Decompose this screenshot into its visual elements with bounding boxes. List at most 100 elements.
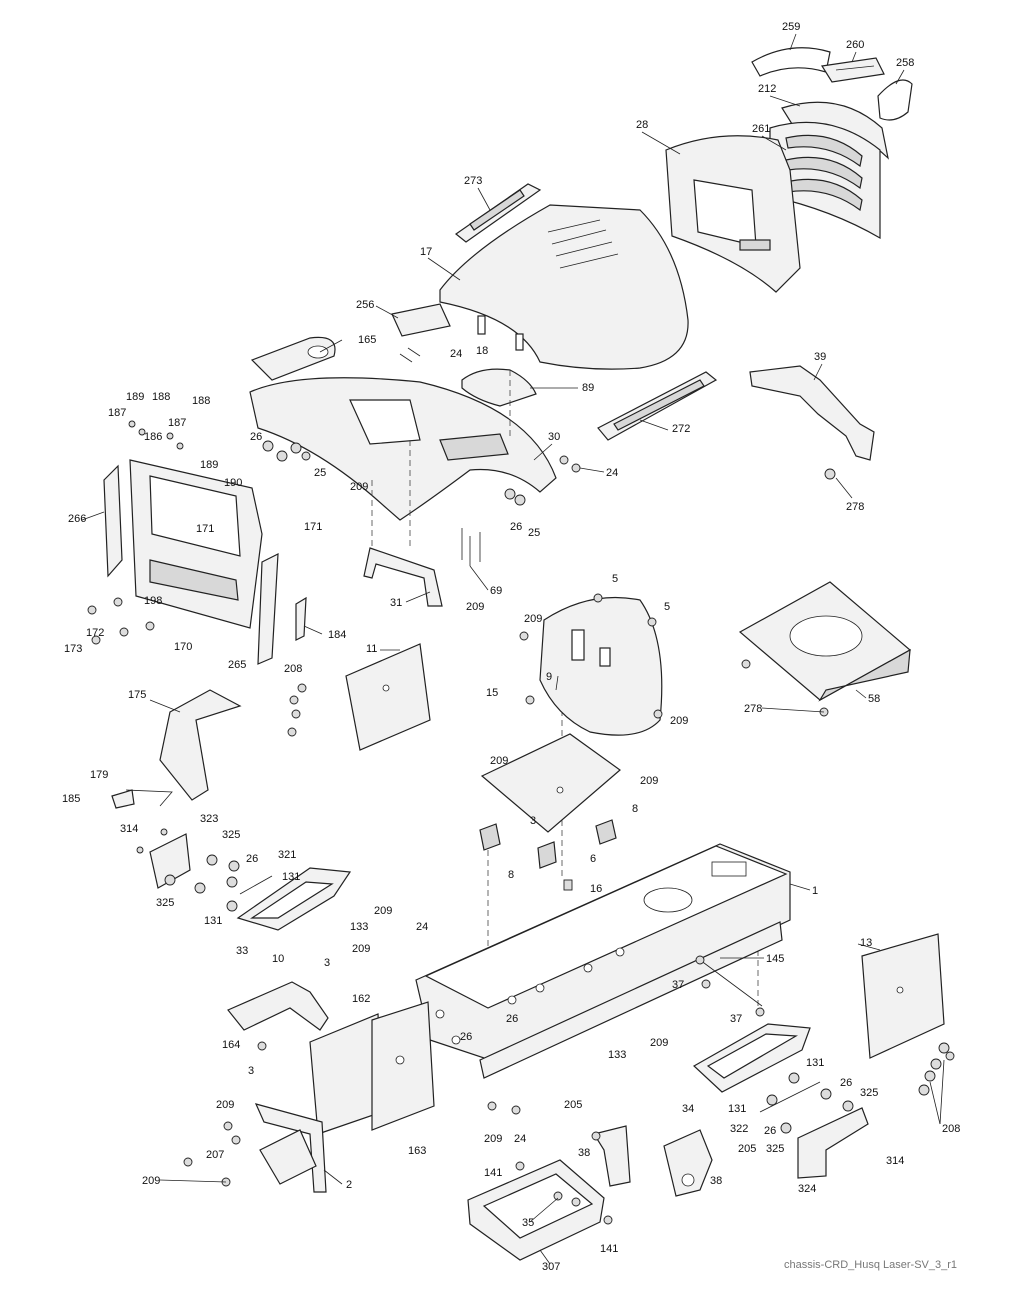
bracket-38-right [663, 1129, 713, 1197]
leader-lines [81, 33, 945, 1265]
callout: 209 [640, 775, 658, 787]
clips-8 [479, 819, 617, 869]
callout: 314 [120, 823, 138, 835]
callout: 172 [86, 627, 104, 639]
callout: 209 [374, 905, 392, 917]
callout: 307 [542, 1261, 560, 1273]
frame-holes [435, 947, 625, 1045]
callout: 11 [366, 643, 377, 655]
callout: 24 [416, 921, 428, 933]
link-rod-145 [695, 955, 763, 1007]
bracket-323 [149, 833, 191, 889]
callout: 3 [248, 1065, 254, 1077]
callout: 187 [168, 417, 186, 429]
bolts-208-right [918, 1042, 955, 1096]
callout: 325 [156, 897, 174, 909]
callout: 39 [814, 351, 826, 363]
callout: 186 [144, 431, 162, 443]
callout: 187 [108, 407, 126, 419]
callout: 133 [608, 1049, 626, 1061]
callout: 24 [606, 467, 618, 479]
front-bracket-2 [254, 1103, 327, 1193]
callout: 25 [528, 527, 540, 539]
callout: 8 [508, 869, 514, 881]
callout: 173 [64, 643, 82, 655]
callout: 2 [346, 1179, 352, 1191]
callout: 209 [216, 1099, 234, 1111]
callout: 5 [664, 601, 670, 613]
callout: 69 [490, 585, 502, 597]
callout: 13 [860, 937, 872, 949]
callout: 162 [352, 993, 370, 1005]
callout: 321 [278, 849, 296, 861]
hood-17 [439, 204, 689, 370]
callout: 256 [356, 299, 374, 311]
callout: 58 [868, 693, 880, 705]
front-panel-162 [309, 1013, 383, 1135]
bolts-69 [461, 528, 481, 566]
callout: 209 [650, 1037, 668, 1049]
bolts-208-left [287, 683, 307, 737]
floor-pan-58 [738, 581, 912, 702]
callout: 258 [896, 57, 914, 69]
bracket-38-left [593, 1125, 631, 1187]
callout: 209 [524, 613, 542, 625]
callout: 266 [68, 513, 86, 525]
callout: 30 [548, 431, 560, 443]
bumper-16 [563, 879, 573, 891]
callout: 175 [128, 689, 146, 701]
callout: 131 [806, 1057, 824, 1069]
callout: 209 [466, 601, 484, 613]
callout: 26 [506, 1013, 518, 1025]
foot-rest-34 [692, 1023, 811, 1093]
callout: 209 [670, 715, 688, 727]
rod-322 [759, 1081, 821, 1113]
callout: 170 [174, 641, 192, 653]
pedal-185 [111, 789, 135, 809]
seat-pan-cover-89 [461, 368, 537, 407]
callout: 205 [564, 1099, 582, 1111]
callout: 314 [886, 1155, 904, 1167]
hood-insert-256 [391, 303, 451, 337]
hood-bumpers-18 [477, 315, 524, 351]
plate-6 [480, 733, 621, 833]
side-panel-11 [345, 643, 431, 751]
headlight-lens-258 [877, 79, 913, 121]
hood-vent-273 [454, 183, 542, 243]
callout: 260 [846, 39, 864, 51]
callout: 18 [476, 345, 488, 357]
callout: 26 [246, 853, 258, 865]
callout: 38 [578, 1147, 590, 1159]
callout: 163 [408, 1145, 426, 1157]
callout: 10 [272, 953, 284, 965]
fender-bolts [262, 347, 581, 506]
callout: 165 [358, 334, 376, 346]
callout: 17 [420, 246, 432, 258]
callout: 209 [142, 1175, 160, 1187]
callout: 131 [204, 915, 222, 927]
console-bolts [519, 593, 663, 719]
callout: 1 [812, 885, 818, 897]
callout: 37 [730, 1013, 742, 1025]
callout: 188 [192, 395, 210, 407]
callout: 208 [284, 663, 302, 675]
callout: 26 [840, 1077, 852, 1089]
callout: 131 [282, 871, 300, 883]
bracket-164 [227, 981, 329, 1031]
frame-1 [415, 843, 791, 1079]
front-panel-163 [371, 1001, 435, 1131]
callout: 171 [196, 523, 214, 535]
callout: 164 [222, 1039, 240, 1051]
pedal-cover-175 [159, 689, 242, 801]
callout: 25 [314, 467, 326, 479]
callout: 33 [236, 945, 248, 957]
callout: 145 [766, 953, 784, 965]
callout: 325 [222, 829, 240, 841]
bracket-324 [797, 1107, 869, 1179]
console-9 [539, 596, 663, 736]
callout: 325 [766, 1143, 784, 1155]
callout: 34 [682, 1103, 694, 1115]
hardware-misc [136, 828, 240, 912]
callout: 89 [582, 382, 594, 394]
callout: 212 [758, 83, 776, 95]
